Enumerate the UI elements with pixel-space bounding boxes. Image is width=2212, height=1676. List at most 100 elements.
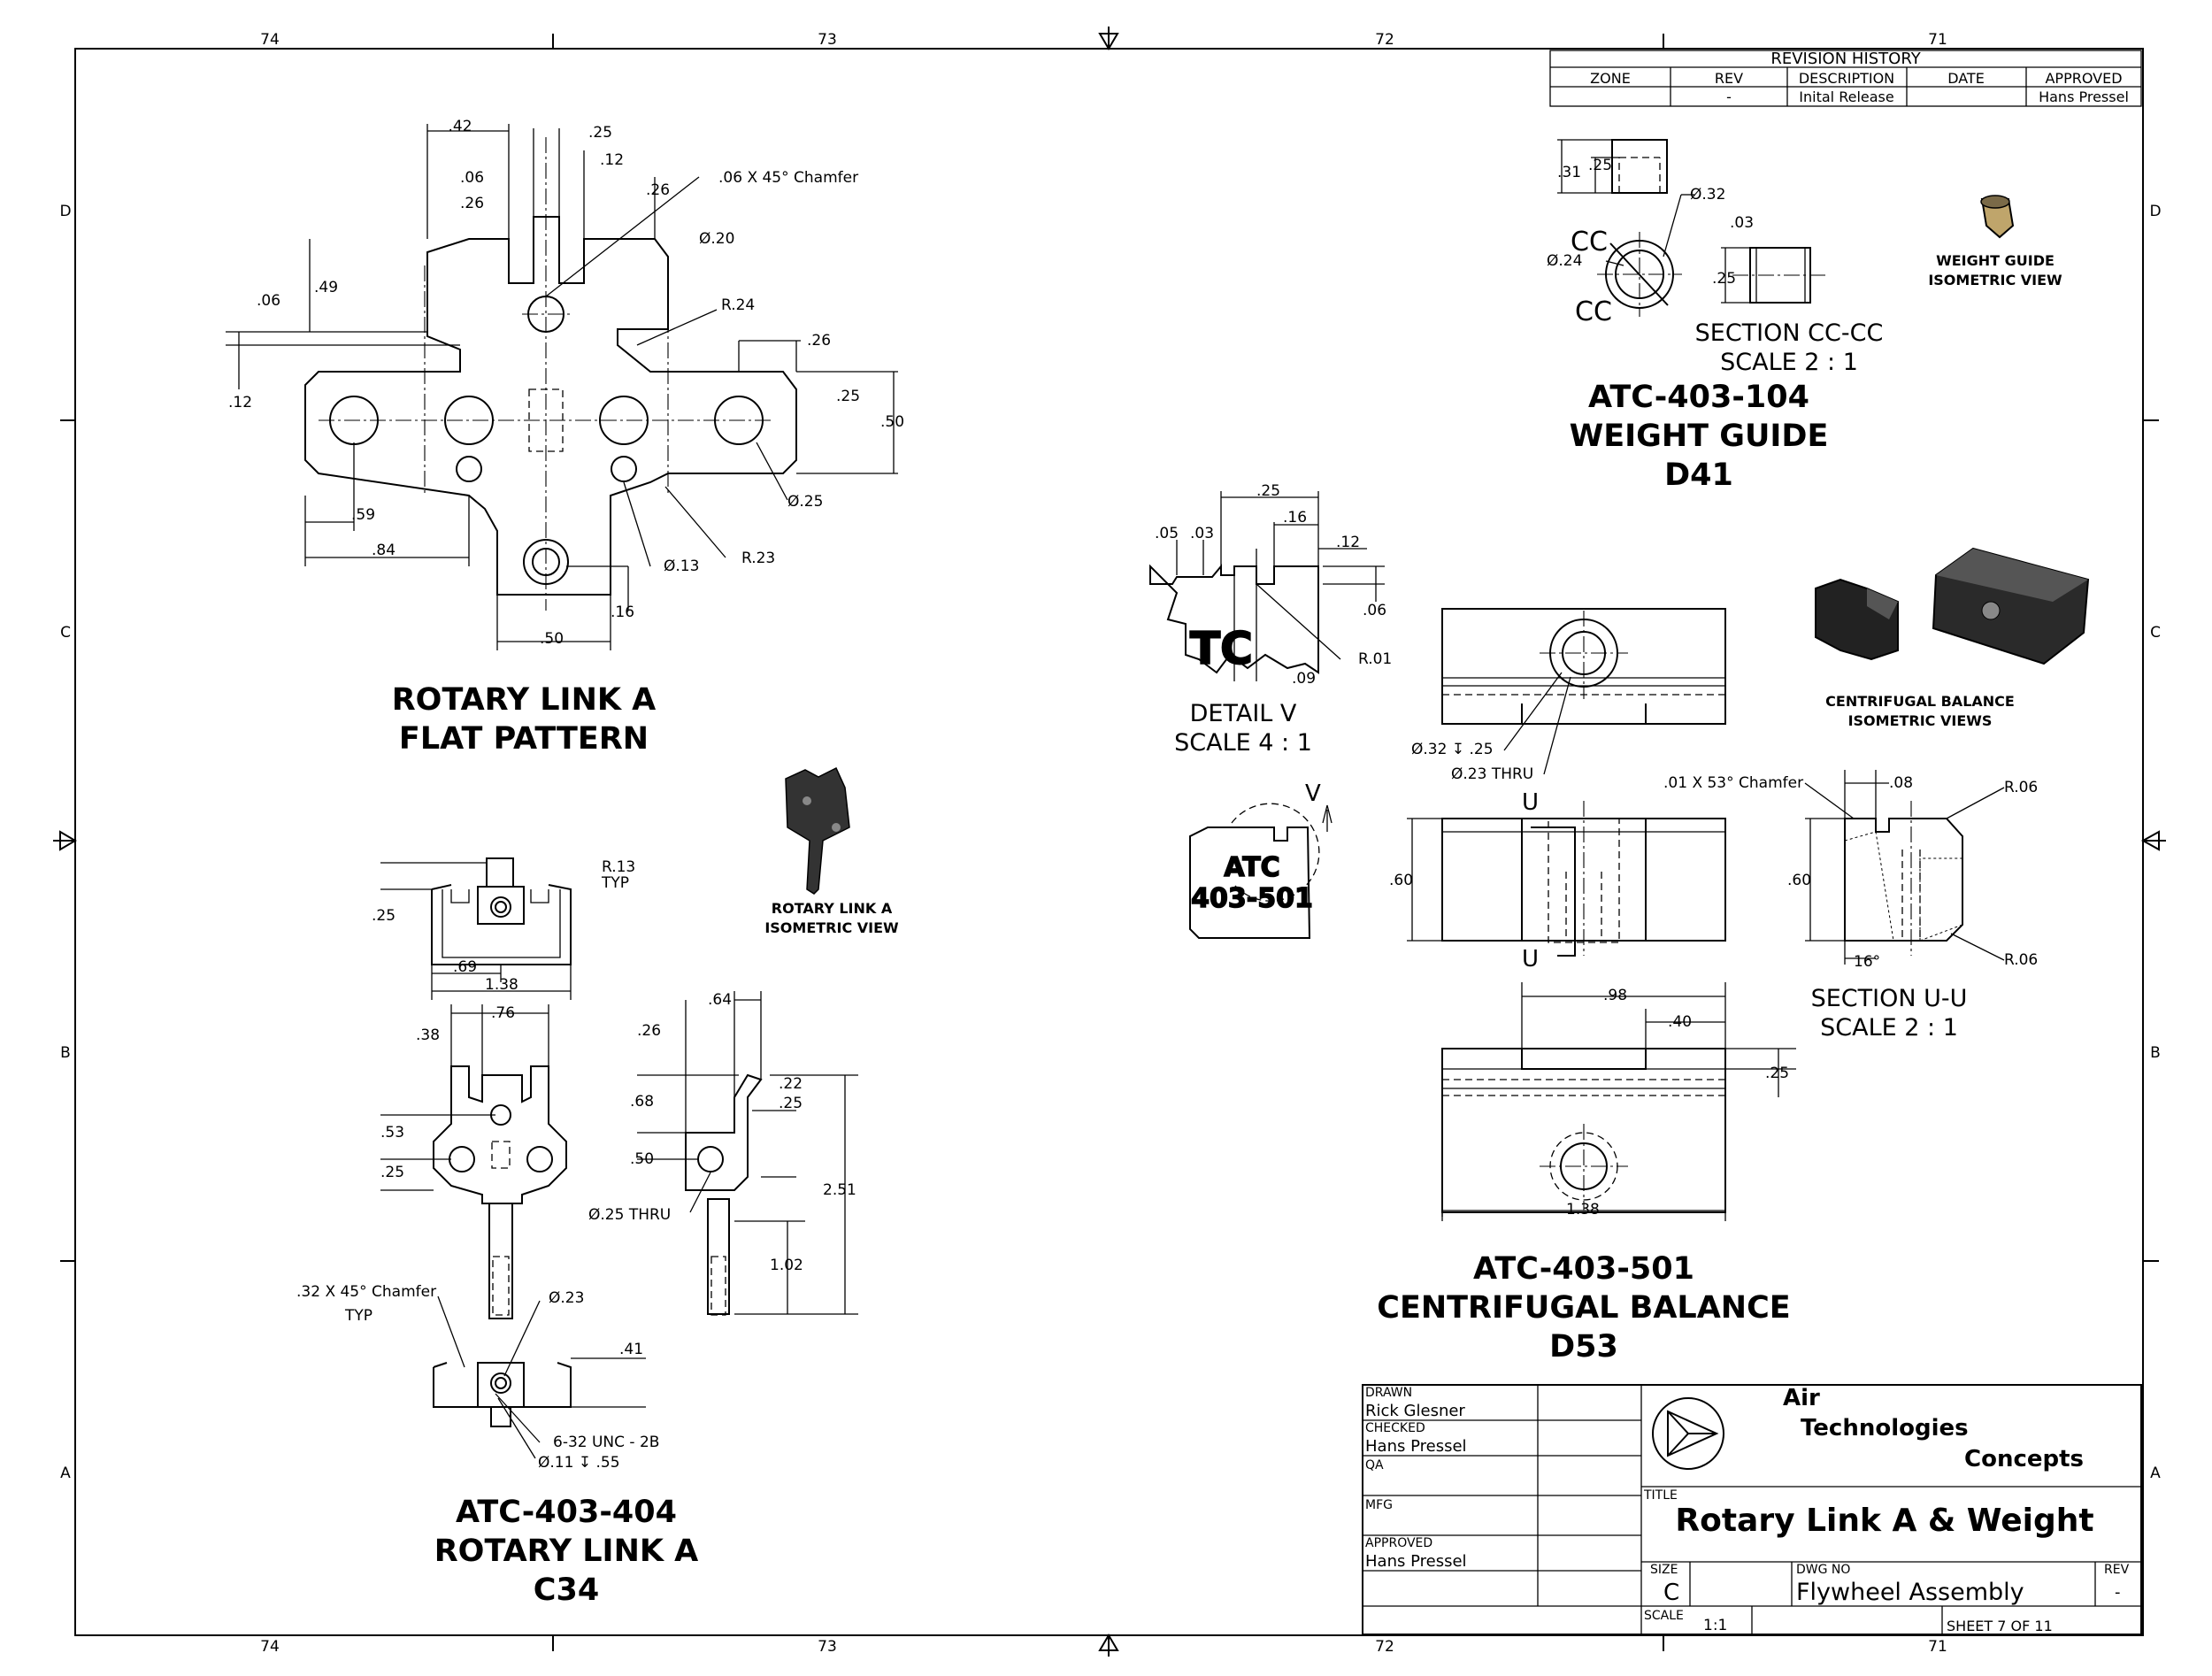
tb-rev-value: - xyxy=(2115,1583,2121,1602)
wg-section-scale: SCALE 2 : 1 xyxy=(1720,349,1858,376)
rotary-link-iso-label-1: ROTARY LINK A xyxy=(772,900,893,917)
zone-number-bottom-72: 72 xyxy=(1375,1638,1394,1656)
tb-checked-name: Hans Pressel xyxy=(1365,1437,1467,1456)
zone-letter-right-c: C xyxy=(2150,624,2161,642)
rl-dim-17: 2.51 xyxy=(823,1181,856,1199)
tb-drawn-label: DRAWN xyxy=(1365,1386,1412,1400)
detail-v-scale: SCALE 4 : 1 xyxy=(1174,729,1312,757)
cb-dim-9: R.06 xyxy=(2004,951,2038,969)
fp-dim-16: .59 xyxy=(351,506,375,524)
weight-guide-title-2: WEIGHT GUIDE xyxy=(1570,419,1829,454)
zone-number-top-73: 73 xyxy=(818,31,837,49)
zone-letter-right-a: A xyxy=(2150,1465,2161,1482)
zone-number-top-72: 72 xyxy=(1375,31,1394,49)
rl-dim-2: TYP xyxy=(601,874,629,892)
revision-col-zone: ZONE xyxy=(1590,70,1631,87)
tb-company-line-3: Concepts xyxy=(1964,1446,2084,1472)
dv-dim-3: .03 xyxy=(1190,525,1214,542)
fp-dim-14: .25 xyxy=(836,388,860,405)
cb-section-title: SECTION U-U xyxy=(1811,985,1968,1012)
revision-table: REVISION HISTORY ZONE REV DESCRIPTION DA… xyxy=(1549,50,2142,107)
fp-dim-1: .42 xyxy=(448,118,472,135)
detail-v-view: TC .25 .05 .03 .16 .12 .06 R.01 .09 DETA… xyxy=(1149,482,1392,939)
cb-iso-label-2: ISOMETRIC VIEWS xyxy=(1848,712,1993,729)
cb-dim-1: Ø.32 ↧ .25 xyxy=(1411,741,1494,758)
rl-dim-13: .22 xyxy=(779,1075,803,1093)
zone-letter-left-c: C xyxy=(60,624,71,642)
rl-dim-8: .53 xyxy=(380,1124,404,1142)
tb-size-value: C xyxy=(1663,1580,1679,1606)
wg-dim-3: Ø.32 xyxy=(1690,186,1725,204)
tb-company-line-1: Air xyxy=(1783,1385,1820,1411)
detail-v-stamp-line-1: ATC xyxy=(1224,852,1279,883)
tb-dwgno-value: Flywheel Assembly xyxy=(1796,1579,2024,1606)
wg-dim-7: .03 xyxy=(1730,214,1754,232)
rl-dim-18: 1.02 xyxy=(770,1257,803,1274)
rotary-link-title-3: C34 xyxy=(534,1572,599,1608)
flat-pattern-centerlines xyxy=(319,137,774,611)
tb-drawn-name: Rick Glesner xyxy=(1365,1402,1465,1420)
company-logo xyxy=(1652,1397,1724,1470)
fp-dim-17: .84 xyxy=(372,542,396,559)
zone-ticks xyxy=(60,34,2159,1651)
rl-dim-7: .38 xyxy=(416,1026,440,1044)
rl-dim-20: TYP xyxy=(344,1307,373,1325)
revision-col-approved: APPROVED xyxy=(2045,70,2122,87)
rotary-link-title-1: ATC-403-404 xyxy=(456,1495,677,1530)
revision-row-description: Inital Release xyxy=(1799,88,1893,105)
centrifugal-balance-views: U U xyxy=(1377,547,2090,1365)
tb-drawing-title: Rotary Link A & Weight xyxy=(1675,1503,2093,1539)
zone-letter-right-d: D xyxy=(2149,203,2161,220)
fp-dim-2: .25 xyxy=(588,124,612,142)
center-mark-arrows xyxy=(53,27,2166,1657)
fp-dim-12: R.24 xyxy=(721,296,755,314)
rl-dim-15: .50 xyxy=(630,1150,654,1168)
fp-dim-10: .06 xyxy=(257,292,280,310)
revision-col-description: DESCRIPTION xyxy=(1799,70,1894,87)
rl-dim-5: 1.38 xyxy=(485,976,518,994)
fp-dim-21: .16 xyxy=(611,604,634,621)
weight-guide-dim-lines xyxy=(1557,139,1750,304)
rotary-link-dim-lines xyxy=(380,862,858,1459)
tb-scale-value: 1:1 xyxy=(1703,1617,1727,1634)
cb-dim-4: .01 X 53° Chamfer xyxy=(1663,774,1803,792)
fp-dim-5: .26 xyxy=(460,195,484,212)
tb-scale-label: SCALE xyxy=(1644,1609,1684,1623)
cb-section-u-top: U xyxy=(1522,789,1539,816)
cb-section-scale: SCALE 2 : 1 xyxy=(1820,1014,1958,1042)
fp-dim-8: Ø.20 xyxy=(699,230,734,248)
tb-title-label: TITLE xyxy=(1643,1488,1678,1503)
flat-pattern-title-1: ROTARY LINK A xyxy=(392,682,657,718)
rl-dim-14: .25 xyxy=(779,1095,803,1112)
cb-dim-3: .60 xyxy=(1389,872,1413,889)
weight-guide-views: .31 .25 Ø.32 CC Ø.24 CC .03 .25 SECTION … xyxy=(1547,139,2062,493)
tb-sheet-value: SHEET 7 OF 11 xyxy=(1947,1618,2053,1634)
fp-dim-18: Ø.25 xyxy=(787,493,823,511)
revision-row-rev: - xyxy=(1726,88,1732,105)
centrifugal-dim-lines xyxy=(1407,672,2005,1221)
cb-dim-8: 16° xyxy=(1854,953,1880,971)
revision-row-approved: Hans Pressel xyxy=(2039,88,2129,105)
rotary-link-views: R.13 TYP .25 .69 1.38 .76 .38 .53 .25 .2… xyxy=(296,857,858,1608)
zone-letter-right-b: B xyxy=(2150,1044,2161,1062)
dv-dim-2: .05 xyxy=(1155,525,1179,542)
detail-v-stamp-line-2: 403-501 xyxy=(1191,883,1313,914)
tb-checked-label: CHECKED xyxy=(1365,1421,1425,1435)
centrifugal-title-2: CENTRIFUGAL BALANCE xyxy=(1377,1290,1790,1326)
dv-dim-7: R.01 xyxy=(1358,650,1392,668)
detail-v-dim-lines xyxy=(1176,491,1385,681)
dv-dim-8: .09 xyxy=(1292,670,1316,688)
cb-dim-5: .08 xyxy=(1889,774,1913,792)
rl-dim-21: Ø.23 xyxy=(549,1289,584,1307)
tb-rev-label: REV xyxy=(2104,1563,2130,1577)
rl-dim-9: .25 xyxy=(380,1164,404,1181)
detail-v-label: DETAIL V xyxy=(1190,700,1297,727)
tb-approved-name: Hans Pressel xyxy=(1365,1552,1467,1571)
tb-company-line-2: Technologies xyxy=(1801,1415,1969,1442)
zone-number-bottom-73: 73 xyxy=(818,1638,837,1656)
rl-dim-10: .26 xyxy=(637,1022,661,1040)
rl-dim-4: .69 xyxy=(453,958,477,976)
fp-dim-13: .26 xyxy=(807,332,831,350)
rl-dim-12: .68 xyxy=(630,1093,654,1111)
